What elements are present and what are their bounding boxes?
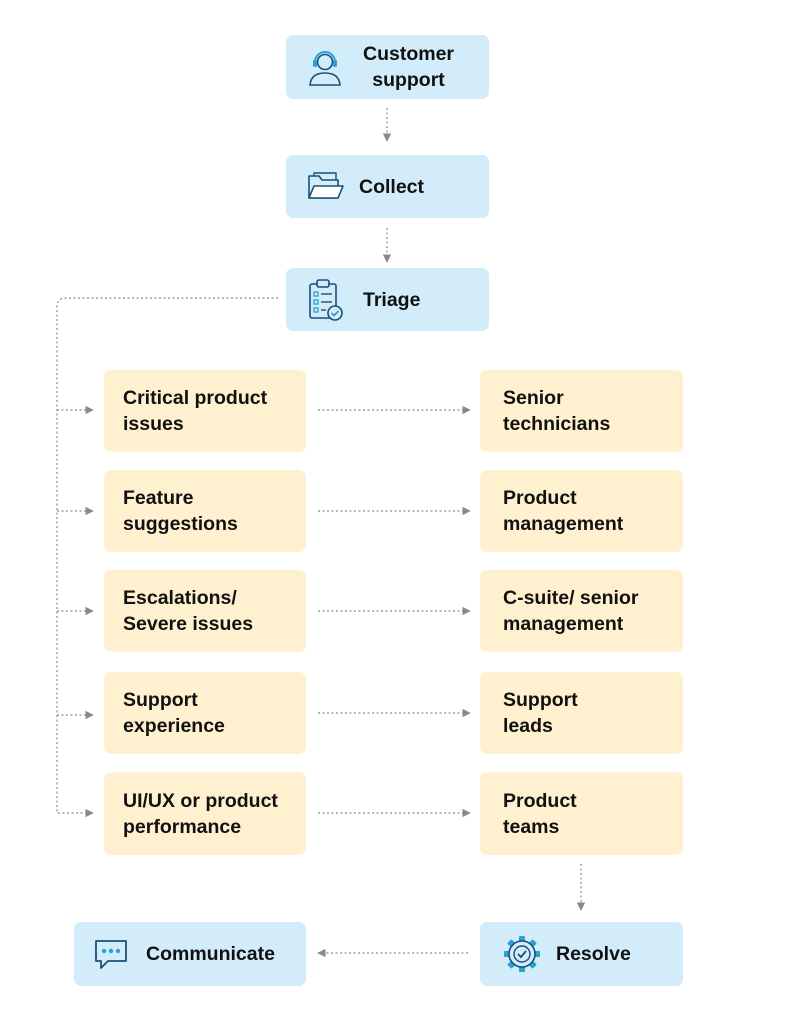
customer-support-label: Customer support	[363, 43, 455, 91]
node-resolve: Resolve	[480, 922, 683, 986]
category-label: UI/UX or product performance	[123, 789, 278, 838]
category-label: Escalations/ Severe issues	[123, 587, 254, 635]
collect-label: Collect	[359, 175, 425, 198]
category-support-experience: Support experience	[104, 672, 306, 754]
category-label: Feature suggestions	[123, 487, 238, 535]
chat-bubble-icon	[95, 940, 127, 969]
category-ui-ux-product-performance: UI/UX or product performance	[104, 772, 306, 855]
category-escalations-severe-issues: Escalations/ Severe issues	[104, 570, 306, 652]
clipboard-check-icon	[309, 278, 343, 321]
headset-user-icon	[309, 51, 341, 86]
node-customer-support: Customer support	[286, 35, 489, 99]
triage-label: Triage	[363, 288, 421, 311]
owner-product-management: Product management	[480, 470, 683, 552]
owner-product-teams: Product teams	[480, 772, 683, 855]
category-label: Critical product issues	[123, 387, 268, 435]
category-critical-product-issues: Critical product issues	[104, 370, 306, 452]
owner-support-leads: Support leads	[480, 672, 683, 754]
node-communicate: Communicate	[74, 922, 306, 986]
owner-senior-technicians: Senior technicians	[480, 370, 683, 452]
owner-label: Product management	[503, 487, 624, 535]
resolve-label: Resolve	[556, 943, 631, 965]
owner-label: C-suite/ senior management	[503, 587, 639, 635]
owner-label: Support leads	[503, 689, 578, 737]
owner-label: Product teams	[503, 789, 577, 838]
owner-c-suite-senior-management: C-suite/ senior management	[480, 570, 683, 652]
category-feature-suggestions: Feature suggestions	[104, 470, 306, 552]
gear-check-icon	[504, 936, 540, 972]
owner-label: Senior technicians	[503, 387, 611, 435]
triage-branch-trunk	[56, 297, 278, 818]
folder-icon	[308, 171, 344, 199]
node-triage: Triage	[286, 268, 489, 331]
communicate-label: Communicate	[146, 943, 275, 965]
node-collect: Collect	[286, 155, 489, 218]
category-label: Support experience	[123, 689, 225, 737]
